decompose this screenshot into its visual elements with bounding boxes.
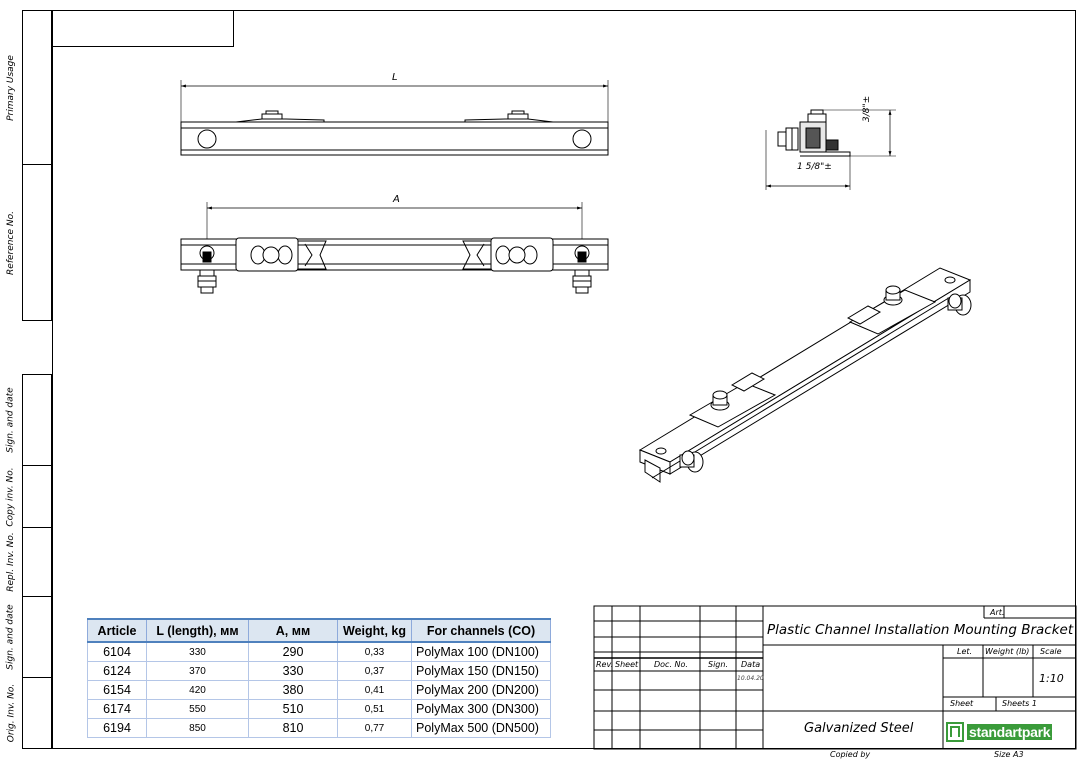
drawing-title: Plastic Channel Installation Mounting Br… bbox=[767, 622, 1074, 638]
width-dimension-label: 1 5/8"± bbox=[797, 162, 832, 172]
size-label: Size A3 bbox=[994, 750, 1024, 759]
length-dimension-label: L bbox=[392, 72, 398, 83]
col-article: Article bbox=[87, 618, 147, 643]
sheet-label-2: Sheet bbox=[950, 699, 974, 708]
col-weight: Weight, kg bbox=[337, 618, 412, 643]
date-value: 10.04.20 bbox=[737, 675, 764, 682]
sign-label: Sign. bbox=[708, 660, 728, 669]
weight-lb-label: Weight (lb) bbox=[985, 647, 1030, 656]
standartpark-logo: standartpark bbox=[946, 720, 1072, 744]
front-elevation-view bbox=[180, 80, 609, 156]
copied-by-label: Copied by bbox=[830, 750, 871, 759]
table-row: 6194 850 810 0,77 PolyMax 500 (DN500) bbox=[87, 718, 551, 738]
col-a: A, мм bbox=[248, 618, 338, 643]
rev-label: Rev. bbox=[596, 660, 614, 669]
table-row: 6124 370 330 0,37 PolyMax 150 (DN150) bbox=[87, 661, 551, 681]
art-label: Art. bbox=[990, 608, 1005, 617]
doc-no-label: Doc. No. bbox=[654, 660, 688, 669]
scale-value: 1:10 bbox=[1039, 672, 1064, 685]
sheets-label: Sheets 1 bbox=[1002, 699, 1037, 708]
section-view bbox=[765, 109, 896, 190]
isometric-view bbox=[638, 267, 972, 483]
logo-icon bbox=[946, 722, 964, 742]
sheet-label: Sheet bbox=[615, 660, 639, 669]
table-row: 6104 330 290 0,33 PolyMax 100 (DN100) bbox=[87, 641, 551, 662]
col-length: L (length), мм bbox=[146, 618, 249, 643]
spacing-dimension-label: A bbox=[393, 194, 400, 205]
data-label: Data bbox=[741, 660, 761, 669]
drawing-frame bbox=[52, 10, 1076, 749]
let-label: Let. bbox=[957, 647, 973, 656]
table-header-row: Article L (length), мм A, мм Weight, kg … bbox=[87, 618, 551, 643]
side-cell-reference-no bbox=[22, 164, 52, 321]
specification-table: Article L (length), мм A, мм Weight, kg … bbox=[87, 618, 551, 738]
plan-view bbox=[180, 202, 609, 294]
scale-label: Scale bbox=[1040, 647, 1062, 656]
corner-stamp-box bbox=[52, 10, 234, 47]
technical-drawing bbox=[180, 80, 972, 483]
material-label: Galvanized Steel bbox=[804, 721, 914, 736]
side-cell-orig-inv bbox=[22, 677, 52, 749]
table-row: 6154 420 380 0,41 PolyMax 200 (DN200) bbox=[87, 680, 551, 700]
col-channels: For channels (CO) bbox=[411, 618, 551, 643]
